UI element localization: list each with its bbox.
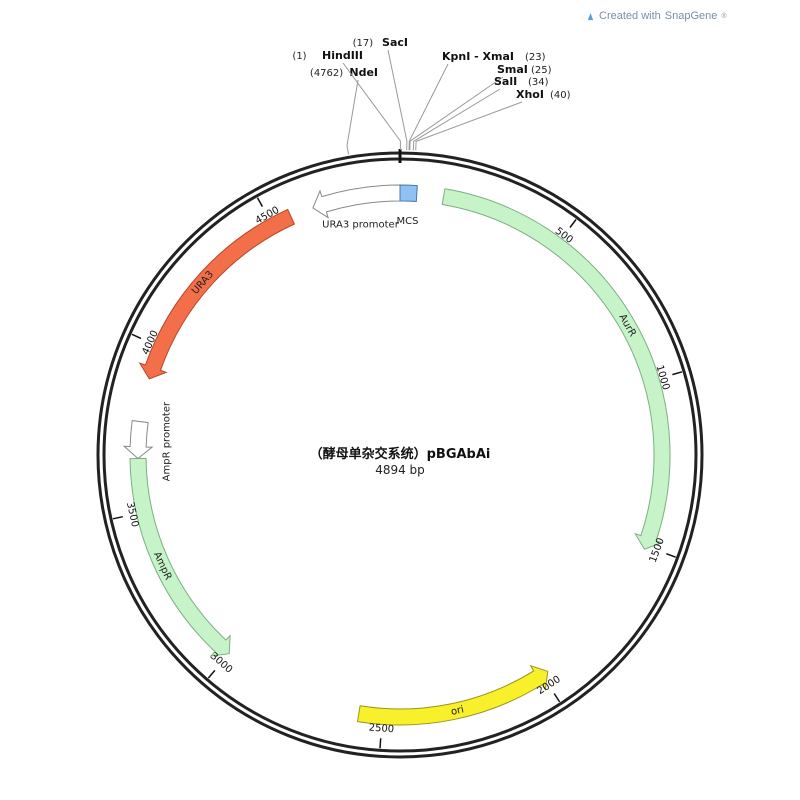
snapgene-logo-icon bbox=[587, 12, 594, 20]
sites-layer: NdeI (4762) HindIII (1) SacI (17) KpnI - XmaI (… bbox=[292, 36, 571, 155]
site-name-saci: SacI bbox=[382, 36, 408, 49]
site-name-ndei: NdeI bbox=[349, 66, 378, 79]
site-name-kpni-xmai: KpnI - XmaI bbox=[442, 50, 514, 63]
site-sali[interactable]: SalI (34) bbox=[412, 75, 549, 151]
site-pos-xhoi: (40) bbox=[550, 90, 571, 101]
feature-aurr[interactable] bbox=[441, 188, 671, 550]
watermark-prefix: Created with bbox=[599, 10, 661, 22]
snapgene-watermark: Created with SnapGene® bbox=[586, 10, 727, 22]
tick-mark-4000 bbox=[131, 333, 142, 340]
feature-label-mcs: MCS bbox=[397, 216, 419, 227]
tick-mark-2000 bbox=[553, 693, 561, 703]
site-leader-sali bbox=[412, 88, 501, 151]
site-pos-sali: (34) bbox=[528, 77, 549, 88]
tick-mark-500 bbox=[569, 219, 577, 228]
watermark-mark: ® bbox=[721, 12, 727, 20]
plasmid-name: （酵母单杂交系统）pBGAbAi bbox=[310, 446, 491, 462]
site-name-smai: SmaI bbox=[497, 63, 528, 76]
feature-ampr[interactable] bbox=[129, 457, 231, 657]
feature-ampr-promoter[interactable] bbox=[122, 420, 154, 460]
site-leader-kpni-xmai bbox=[408, 63, 449, 151]
site-leader-hindiii bbox=[342, 62, 401, 150]
site-pos-smai: (25) bbox=[531, 65, 552, 76]
tick-mark-3000 bbox=[207, 669, 216, 679]
tick-mark-2500 bbox=[379, 738, 382, 749]
site-name-sali: SalI bbox=[494, 75, 517, 88]
tick-mark-1000 bbox=[672, 371, 683, 376]
tick-mark-1500 bbox=[666, 552, 676, 558]
feature-label-ura3-promoter: URA3 promoter bbox=[322, 219, 400, 230]
site-kpni-xmai[interactable]: KpnI - XmaI (23) bbox=[408, 50, 546, 151]
feature-mcs[interactable] bbox=[399, 184, 418, 203]
feature-label-ampr-promoter: AmpR promoter bbox=[161, 401, 172, 481]
plasmid-length: 4894 bp bbox=[375, 463, 425, 477]
tick-label-3500: 3500 bbox=[124, 501, 140, 528]
tick-label-2500: 2500 bbox=[368, 723, 394, 736]
site-pos-hindiii: (1) bbox=[292, 51, 306, 62]
site-smai[interactable]: SmaI(25) bbox=[409, 63, 552, 151]
site-leader-xhoi bbox=[415, 101, 523, 151]
site-pos-saci: (17) bbox=[353, 38, 374, 49]
site-ndei[interactable]: NdeI (4762) bbox=[310, 66, 378, 155]
site-pos-kpni-xmai: (23) bbox=[525, 52, 546, 63]
feature-label-ori: ori bbox=[450, 704, 465, 718]
site-leader-ndei bbox=[346, 79, 359, 155]
site-xhoi[interactable]: XhoI (40) bbox=[415, 88, 571, 151]
feature-ura3[interactable] bbox=[138, 208, 296, 380]
site-hindiii[interactable]: HindIII (1) bbox=[292, 49, 401, 150]
feature-ori[interactable] bbox=[356, 664, 549, 726]
site-pos-ndei: (4762) bbox=[310, 68, 343, 79]
tick-mark-3500 bbox=[112, 515, 123, 520]
site-name-xhoi: XhoI bbox=[516, 88, 544, 101]
watermark-brand: SnapGene bbox=[664, 10, 718, 22]
tick-mark-4500 bbox=[256, 197, 264, 207]
feature-ura3-promoter[interactable] bbox=[312, 184, 401, 219]
site-leader-smai bbox=[409, 76, 504, 151]
site-name-hindiii: HindIII bbox=[322, 49, 363, 62]
site-leader-saci bbox=[387, 49, 408, 151]
site-saci[interactable]: SacI (17) bbox=[353, 36, 408, 151]
